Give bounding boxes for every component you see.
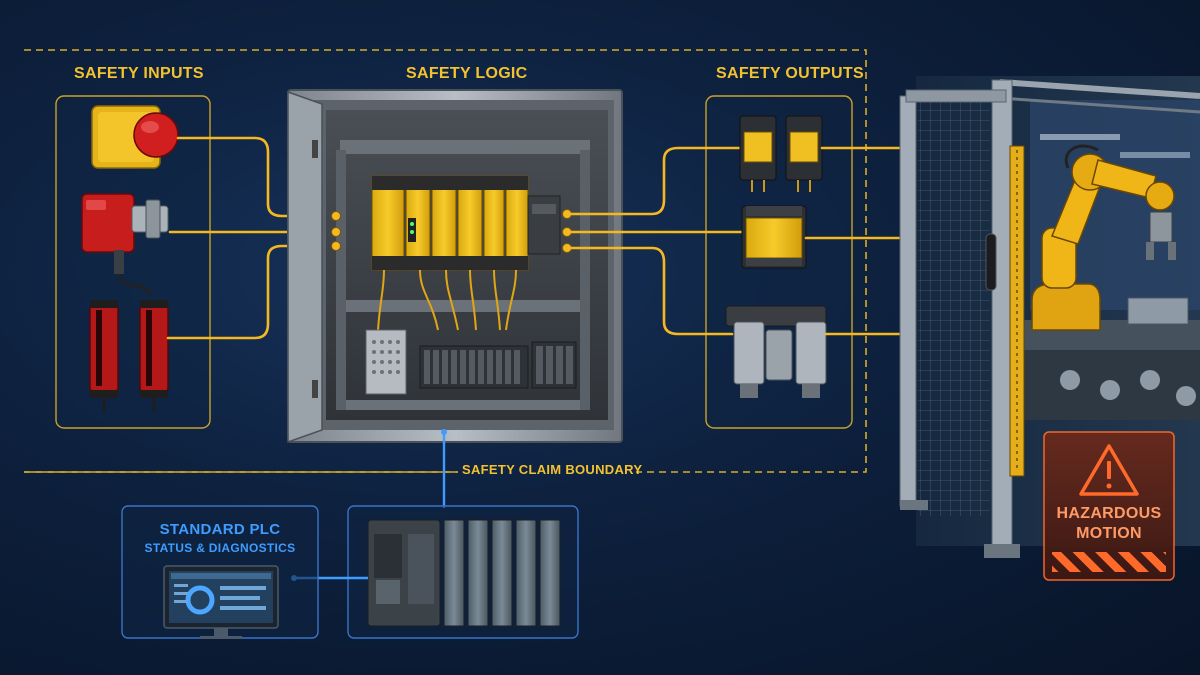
emergency-stop-device [91,105,179,169]
safety-outputs-label: SAFETY OUTPUTS [716,65,864,82]
status-diagnostics-label: STATUS & DIAGNOSTICS [144,541,296,555]
safety-fence [899,79,1200,558]
cabinet-input-terminals [331,211,341,251]
cabinet-power-supply [365,329,407,395]
safety-inputs-label: SAFETY INPUTS [74,65,204,82]
warning-triangle-icon [1079,444,1139,496]
safety-contactor-pair [739,115,823,192]
safety-claim-boundary-label: SAFETY CLAIM BOUNDARY [462,462,643,477]
hazard-label-line1: HAZARDOUS [1056,505,1162,522]
safety-valve-block [725,305,827,398]
safety-relay-module [741,205,807,269]
standard-plc-rack [367,519,561,627]
standard-plc-label: STANDARD PLC [159,521,281,538]
terminal-blocks [419,341,577,389]
cabinet-internal-wires [377,269,517,331]
door-interlock-switch [81,193,169,297]
safety-logic-label: SAFETY LOGIC [406,65,528,82]
light-curtain-pair [89,300,169,412]
hazard-label-line2: MOTION [1076,525,1142,542]
hmi-monitor [163,565,279,639]
safety-controller-modules [371,175,561,271]
hazardous-motion-badge [1043,431,1175,581]
output-signal-wires [565,146,746,336]
plc-link-node [441,429,447,435]
